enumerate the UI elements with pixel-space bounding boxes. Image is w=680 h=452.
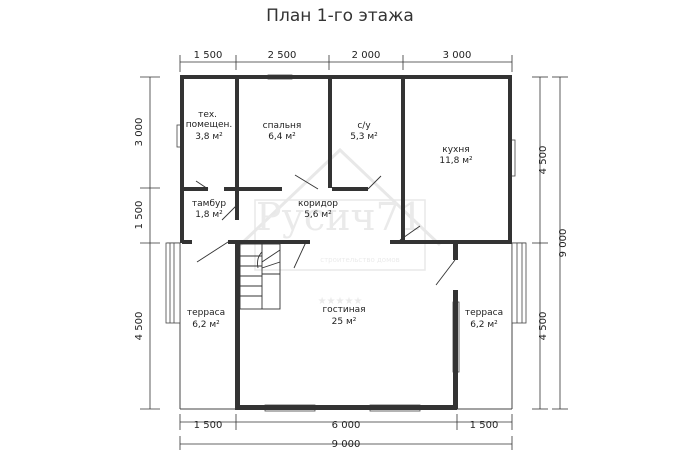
watermark-stars: ★★★★★ xyxy=(318,296,363,307)
room-labels: тех. помещен. 3,8 м² спальня 6,4 м² с/у … xyxy=(186,110,503,330)
room-terrace-right-area: 6,2 м² xyxy=(470,320,498,330)
dim-bottom-2: 6 000 xyxy=(332,420,361,431)
room-corridor-area: 5,6 м² xyxy=(304,210,332,220)
room-living-area: 25 м² xyxy=(332,317,357,327)
dim-top-3: 2 000 xyxy=(352,50,381,61)
room-tech-name-line1: тех. xyxy=(198,110,217,120)
dim-right-total: 9 000 xyxy=(558,229,569,258)
room-corridor-name: коридор xyxy=(298,199,338,209)
room-tech-name-line2: помещен. xyxy=(186,120,232,130)
room-terrace-left-area: 6,2 м² xyxy=(192,320,220,330)
dim-bottom-3: 1 500 xyxy=(470,420,499,431)
plan-title: План 1-го этажа xyxy=(266,6,414,26)
dim-right-2: 4 500 xyxy=(538,312,549,341)
dim-top-4: 3 000 xyxy=(443,50,472,61)
dim-left-1: 3 000 xyxy=(134,118,145,147)
room-bedroom-name: спальня xyxy=(263,121,302,131)
room-vestibule-area: 1,8 м² xyxy=(195,210,223,220)
staircase xyxy=(239,243,281,310)
terrace-steps xyxy=(165,242,527,324)
dimension-lines xyxy=(140,55,568,450)
dim-bottom-1: 1 500 xyxy=(194,420,223,431)
room-terrace-left-name: терраса xyxy=(187,308,225,318)
walls xyxy=(180,75,512,410)
watermark-tagline: строительство домов xyxy=(320,256,400,264)
room-bathroom-area: 5,3 м² xyxy=(350,132,378,142)
room-kitchen-name: кухня xyxy=(442,145,469,155)
room-bathroom-name: с/у xyxy=(357,121,371,131)
dim-top-1: 1 500 xyxy=(194,50,223,61)
dim-left-2: 1 500 xyxy=(134,201,145,230)
room-terrace-right-name: терраса xyxy=(465,308,503,318)
dimension-labels: 1 500 2 500 2 000 3 000 1 500 6 000 1 50… xyxy=(134,50,569,450)
room-tech-area: 3,8 м² xyxy=(195,132,223,142)
watermark-brand: Русич71 xyxy=(256,195,424,239)
dim-right-1: 4 500 xyxy=(538,146,549,175)
room-bedroom-area: 6,4 м² xyxy=(268,132,296,142)
dim-bottom-total: 9 000 xyxy=(332,439,361,450)
doors xyxy=(195,174,456,286)
dim-left-3: 4 500 xyxy=(134,312,145,341)
room-tech-name: тех. помещен. xyxy=(186,110,232,130)
watermark: Русич71 ★★★★★ строительство домов xyxy=(238,147,442,307)
dim-top-2: 2 500 xyxy=(268,50,297,61)
room-kitchen-area: 11,8 м² xyxy=(439,156,473,166)
room-living-name: гостиная xyxy=(322,305,365,315)
room-vestibule-name: тамбур xyxy=(192,199,226,209)
